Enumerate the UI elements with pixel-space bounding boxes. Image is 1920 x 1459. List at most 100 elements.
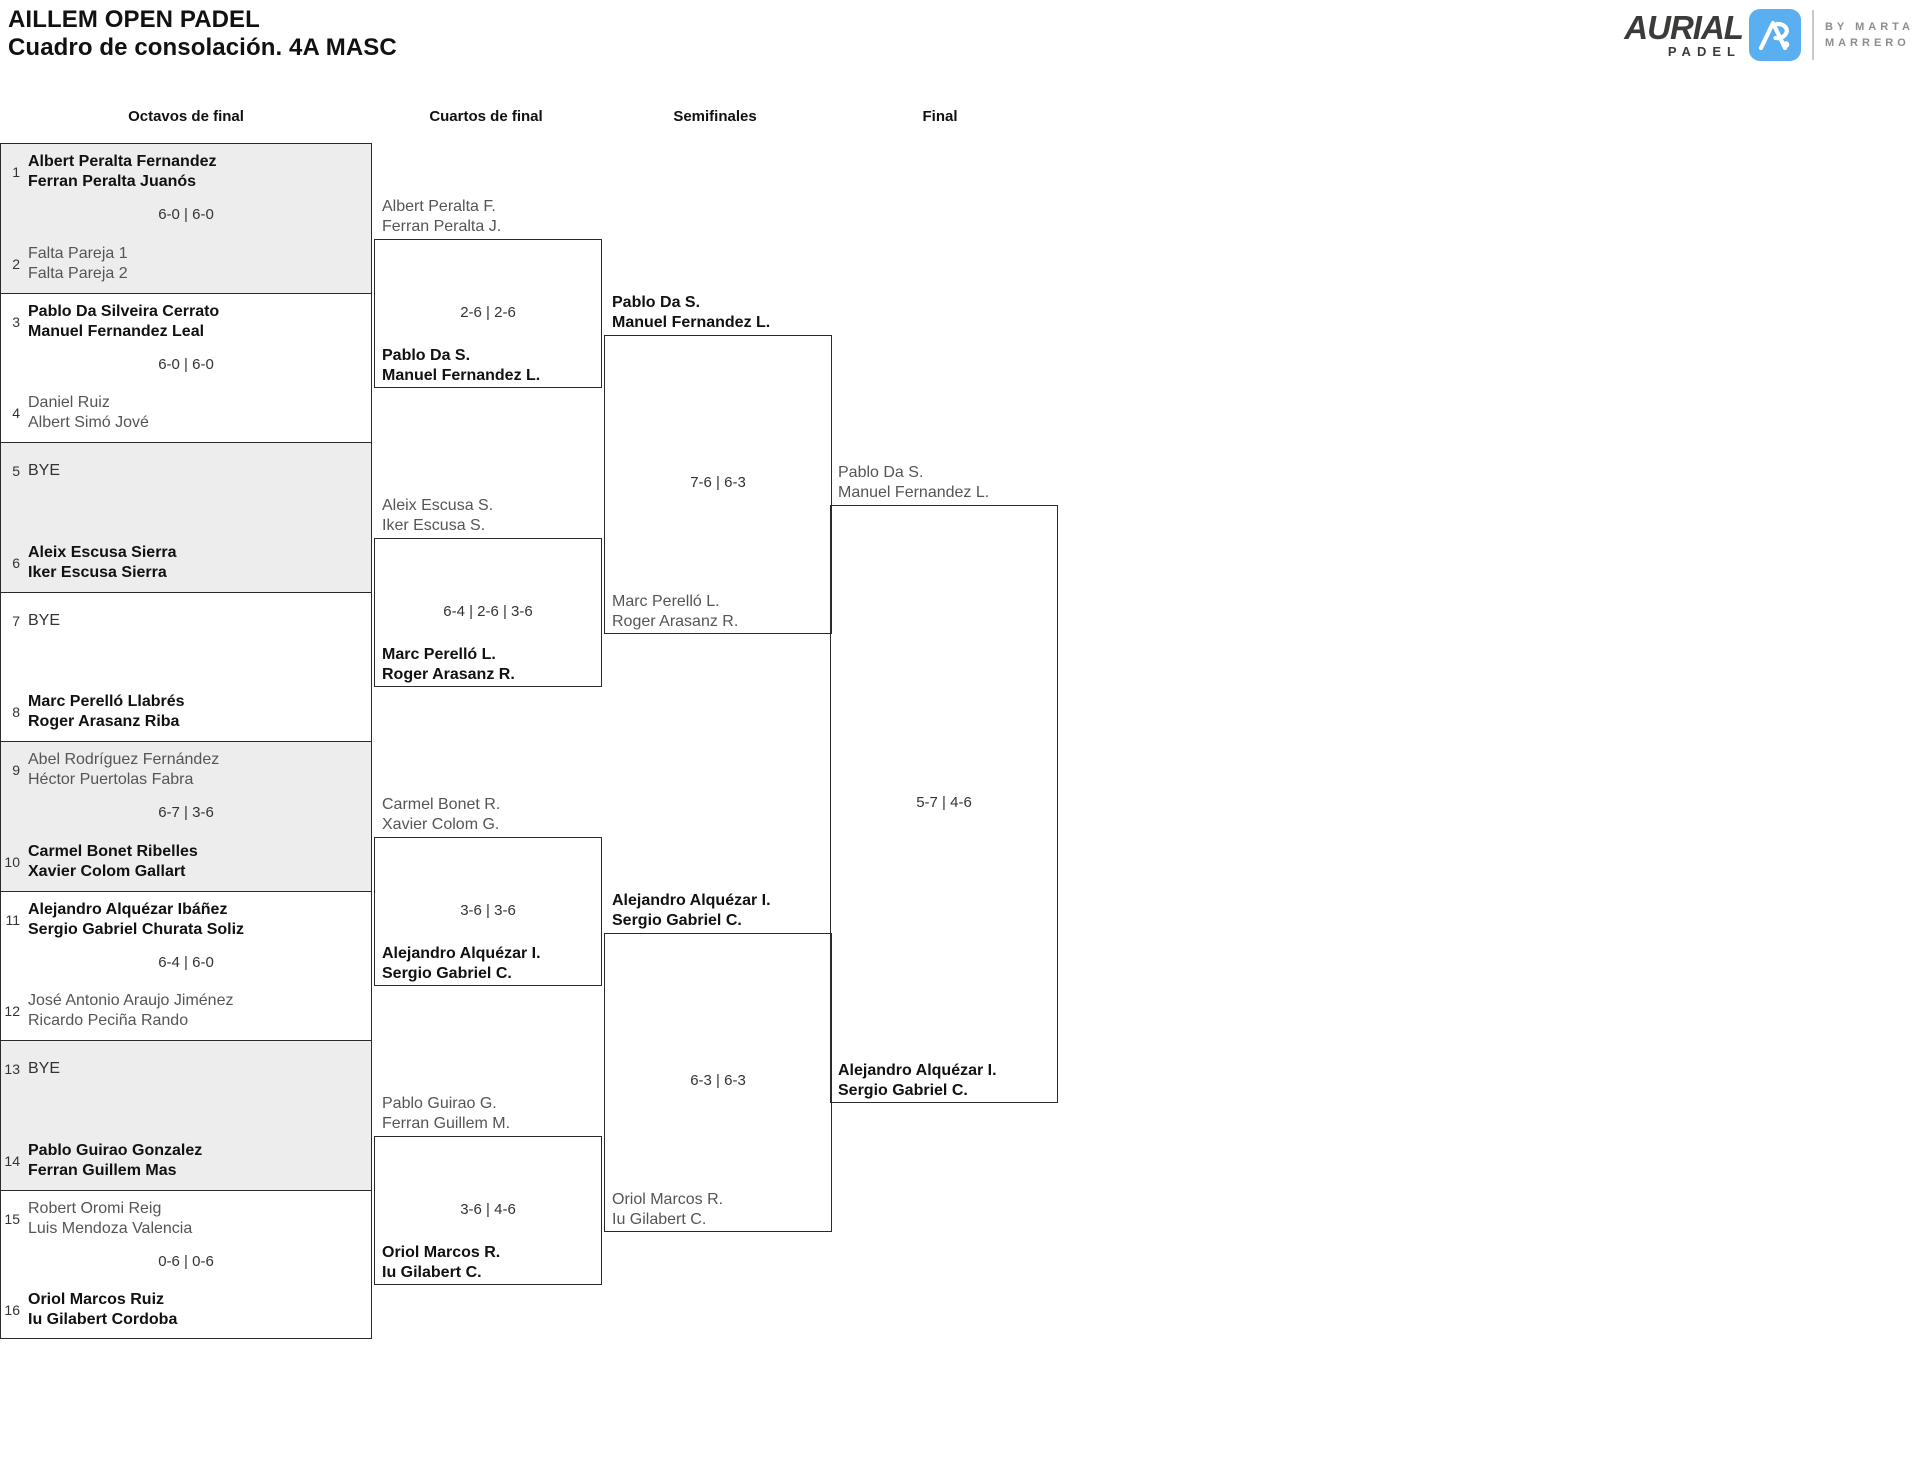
round3-match-1-team-top-player-1: Pablo Da S. <box>612 293 701 311</box>
logo-byline: BY MARTA MARRERO <box>1825 19 1914 51</box>
round4-match-1-team-bottom: Alejandro Alquézar I. Sergio Gabriel C. <box>838 1061 997 1101</box>
round3-match-2-team-bottom-player-2: Iu Gilabert C. <box>612 1210 707 1228</box>
round1-match-7-team-top-seed: 13 <box>4 1061 20 1077</box>
round2-match-2-team-top-player-1: Aleix Escusa S. <box>382 496 494 514</box>
round1-match-3-team-top-names: BYE <box>28 461 60 481</box>
aurial-padel-logo: AURIAL PADEL BY MARTA MARRERO <box>1624 6 1914 64</box>
round1-match-4 <box>0 591 372 741</box>
round2-match-4-team-top-player-1: Pablo Guirao G. <box>382 1094 497 1112</box>
round1-match-2-team-bottom-seed: 4 <box>12 405 20 421</box>
round1-match-2-team-top-player-1: Pablo Da Silveira Cerrato <box>28 302 220 320</box>
round1-match-5-team-top-player-1: Abel Rodríguez Fernández <box>28 751 220 768</box>
round2-match-1-team-top-player-1: Albert Peralta F. <box>382 197 496 215</box>
round1-match-5-team-top-seed: 9 <box>12 762 20 778</box>
round1-match-3-team-bottom-seed: 6 <box>12 554 20 571</box>
logo-byline-1: BY MARTA <box>1824 21 1914 33</box>
round4-match-1-team-top-player-2: Manuel Fernandez L. <box>838 484 990 501</box>
round3-match-1-team-bottom-player-1: Marc Perelló L. <box>612 592 720 610</box>
round1-match-2-team-bottom-player-1: Daniel Ruiz <box>28 394 110 411</box>
round1-match-3-team-bottom-player-2: Iker Escusa Sierra <box>28 563 167 581</box>
round1-match-7 <box>0 1040 372 1190</box>
round1-match-8 <box>0 1189 372 1339</box>
logo-sub-text: PADEL <box>1667 44 1741 59</box>
round2-match-2-team-bottom-player-2: Roger Arasanz R. <box>382 666 515 684</box>
round1-match-1-team-top-player-2: Ferran Peralta Juanós <box>28 173 197 190</box>
round1-match-4-team-bottom-player-2: Roger Arasanz Riba <box>28 713 180 730</box>
logo-monogram-icon <box>1748 9 1801 61</box>
round2-match-4-team-bottom: Oriol Marcos R.Iu Gilabert C. <box>382 1243 500 1283</box>
round3-match-2-team-top-player-2: Sergio Gabriel C. <box>612 911 742 929</box>
round3-match-1-team-bottom-player-2: Roger Arasanz R. <box>612 612 739 630</box>
round1-match-2-team-bottom-player-2: Albert Simó Jové <box>28 414 149 431</box>
round2-match-3-score: 3-6 | 3-6 <box>460 901 516 919</box>
round3-match-2-score: 6-3 | 6-3 <box>690 1072 746 1089</box>
round1-match-7-team-bottom-seed: 14 <box>4 1152 20 1169</box>
round1-match-1-team-top-player-1: Albert Peralta Fernandez <box>28 153 217 170</box>
round1-match-1 <box>0 143 372 293</box>
round3-match-1-score: 7-6 | 6-3 <box>690 474 746 491</box>
logo-byline-2: MARRERO <box>1824 37 1910 49</box>
round2-match-3-team-top: Carmel Bonet R.Xavier Colom G. <box>382 795 500 835</box>
round4-match-1-score: 5-7 | 4-6 <box>916 794 972 811</box>
round1-match-3-team-top-player-1: BYE <box>28 462 61 479</box>
round2-match-2-team-top-player-2: Iker Escusa S. <box>382 516 486 534</box>
round3-match-1-connector <box>604 334 832 634</box>
round1-match-4-team-top-player-1: BYE <box>28 611 61 629</box>
round2-match-2-team-bottom-player-1: Marc Perelló L. <box>382 646 496 664</box>
round2-match-4-score: 3-6 | 4-6 <box>460 1200 516 1218</box>
round1-match-3 <box>0 442 372 592</box>
round1-match-4-team-bottom-player-1: Marc Perelló Llabrés <box>28 693 185 710</box>
round3-match-1-team-top-player-2: Manuel Fernandez L. <box>612 313 771 331</box>
round4-match-1-team-bottom-player-1: Alejandro Alquézar I. <box>838 1062 997 1079</box>
round1-match-2-team-top-seed: 3 <box>12 313 20 330</box>
round1-match-5 <box>0 741 372 891</box>
title-block: AILLEM OPEN PADEL Cuadro de consolación.… <box>8 6 397 62</box>
round1-match-6 <box>0 890 372 1040</box>
round1-match-2-team-top-player-2: Manuel Fernandez Leal <box>28 322 205 340</box>
round3-match-2-team-top: Alejandro Alquézar I.Sergio Gabriel C. <box>612 891 771 931</box>
round2-match-1-team-bottom-player-1: Pablo Da S. <box>382 347 471 365</box>
round4-match-1-connector <box>830 505 1058 1103</box>
round1-match-7-team-bottom-player-2: Ferran Guillem Mas <box>28 1161 177 1179</box>
round3-match-1-team-bottom: Marc Perelló L. Roger Arasanz R. <box>612 592 738 632</box>
round-heading-4: Final <box>922 108 958 125</box>
round1-match-1-score: 6-0 | 6-0 <box>158 206 214 223</box>
round-heading-1: Octavos de final <box>128 108 244 125</box>
round2-match-2-team-top: Aleix Escusa S. Iker Escusa S. <box>382 496 493 536</box>
round2-match-4-team-top: Pablo Guirao G. Ferran Guillem M. <box>382 1094 510 1134</box>
logo-divider <box>1811 10 1814 60</box>
round4-match-1-team-bottom-player-2: Sergio Gabriel C. <box>838 1082 968 1099</box>
round1-match-6-team-bottom-player-1: José Antonio Araujo Jiménez <box>28 992 234 1009</box>
round1-match-1-team-top-seed: 1 <box>12 164 20 180</box>
round2-match-4-team-top-player-2: Ferran Guillem M. <box>382 1114 511 1132</box>
round-heading-3: Semifinales <box>673 108 757 125</box>
round2-match-1-team-bottom-player-2: Manuel Fernandez L. <box>382 367 541 385</box>
round1-match-7-team-top: 13 BYE <box>0 1048 372 1090</box>
round2-match-1-team-top: Albert Peralta F.Ferran Peralta J. <box>382 197 501 237</box>
round1-match-5-score: 6-7 | 3-6 <box>158 804 214 821</box>
round2-match-4-connector <box>374 1135 602 1286</box>
round2-match-1-score: 2-6 | 2-6 <box>460 303 516 321</box>
round1-match-7-team-top-player-1: BYE <box>28 1060 61 1077</box>
round1-match-7-team-top-names: BYE <box>28 1059 60 1079</box>
round-heading-2: Cuartos de final <box>429 108 543 125</box>
